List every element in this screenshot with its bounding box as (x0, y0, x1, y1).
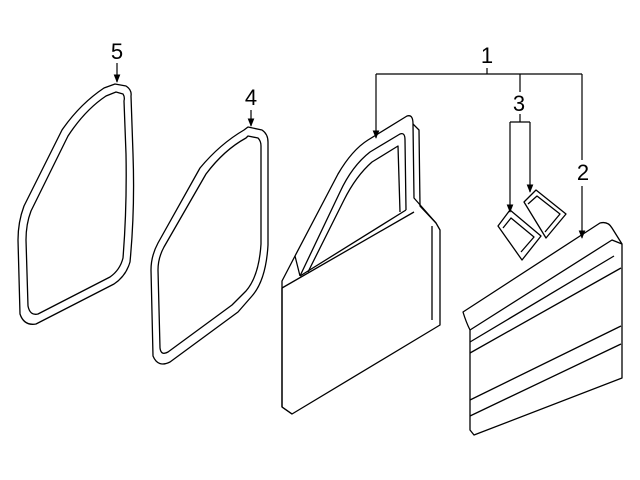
callout-4: 4 (244, 85, 258, 110)
tape-lower (497, 209, 542, 261)
door-skin-panel (462, 221, 623, 436)
callout-3: 3 (512, 91, 526, 116)
weatherstrip-inner (150, 126, 269, 365)
callout-5: 5 (110, 39, 124, 64)
callout-1: 1 (480, 43, 494, 68)
callout-2: 2 (576, 160, 590, 185)
door-shell (281, 115, 441, 415)
leader-lines (113, 63, 586, 239)
tape-upper (523, 189, 567, 239)
weatherstrip-outer (17, 83, 135, 325)
